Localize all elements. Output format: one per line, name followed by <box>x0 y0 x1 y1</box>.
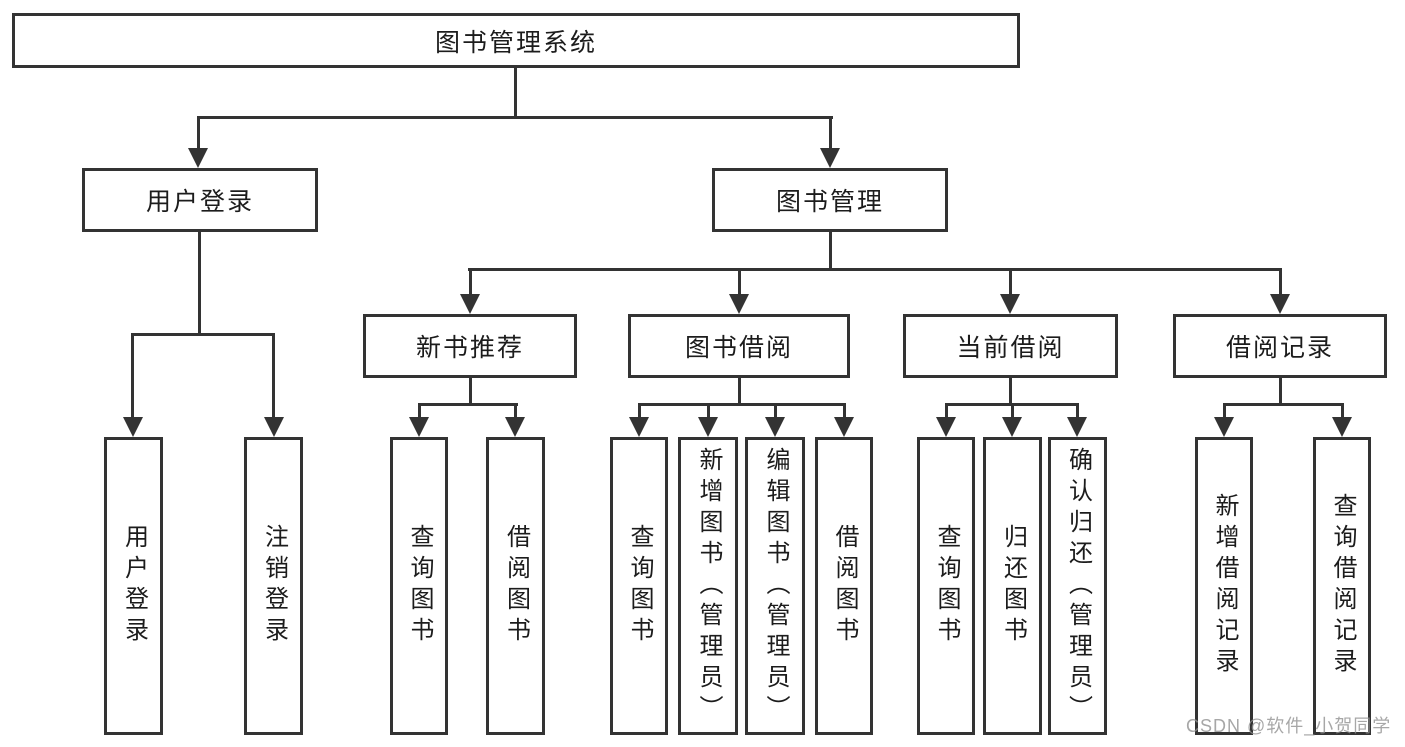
connector-to-new-books <box>469 268 472 296</box>
connector-root-stem <box>514 66 517 118</box>
connector-to-book-borrow <box>738 268 741 296</box>
connector-user-login-bar <box>131 333 275 336</box>
connector-leaf <box>1341 403 1344 419</box>
leaf-add-borrow-record: 新增借阅记录 <box>1195 437 1253 735</box>
connector-book-mgmt-bar <box>468 268 1282 271</box>
connector-to-book-mgmt <box>829 116 832 150</box>
arrow-to-leaf-login <box>123 417 143 437</box>
connector-book-mgmt-stem <box>829 229 832 270</box>
connector-new-books-bar <box>418 403 518 406</box>
node-borrowing-records: 借阅记录 <box>1173 314 1387 378</box>
arrow-leaf <box>936 417 956 437</box>
arrow-leaf <box>698 417 718 437</box>
connector-to-borrow-records <box>1279 268 1282 296</box>
node-book-management: 图书管理 <box>712 168 948 232</box>
connector-current-borrow-stem <box>1009 376 1012 406</box>
node-book-borrowing: 图书借阅 <box>628 314 850 378</box>
arrow-to-book-borrow <box>729 294 749 314</box>
connector-leaf <box>1076 403 1079 419</box>
leaf-logout: 注销登录 <box>244 437 303 735</box>
connector-borrow-records-bar <box>1223 403 1344 406</box>
arrow-leaf <box>1332 417 1352 437</box>
connector-user-login-stem <box>198 229 201 335</box>
arrow-leaf <box>834 417 854 437</box>
connector-to-user-login <box>197 116 200 150</box>
arrow-to-current-borrow <box>1000 294 1020 314</box>
connector-leaf <box>843 403 846 419</box>
leaf-confirm-return-admin: 确认归还（管理员） <box>1048 437 1107 735</box>
arrow-leaf <box>1002 417 1022 437</box>
arrow-to-leaf-logout <box>264 417 284 437</box>
connector-to-leaf-login <box>131 333 134 419</box>
arrow-to-user-login <box>188 148 208 168</box>
arrow-leaf <box>409 417 429 437</box>
connector-book-borrow-stem <box>738 376 741 406</box>
connector-book-borrow-bar <box>638 403 846 406</box>
watermark: CSDN @软件_小贺同学 <box>1186 716 1392 736</box>
node-root: 图书管理系统 <box>12 13 1020 68</box>
node-current-borrowing: 当前借阅 <box>903 314 1118 378</box>
arrow-leaf <box>765 417 785 437</box>
leaf-borrow-books-recommend: 借阅图书 <box>486 437 545 735</box>
connector-leaf <box>945 403 948 419</box>
connector-leaf <box>1011 403 1014 419</box>
connector-to-leaf-logout <box>272 333 275 419</box>
connector-leaf <box>707 403 710 419</box>
connector-new-books-stem <box>469 376 472 406</box>
connector-to-current-borrow <box>1009 268 1012 296</box>
leaf-query-books-borrow: 查询图书 <box>610 437 668 735</box>
connector-leaf <box>1223 403 1226 419</box>
connector-borrow-records-stem <box>1279 376 1282 406</box>
arrow-leaf <box>505 417 525 437</box>
arrow-to-book-mgmt <box>820 148 840 168</box>
arrow-to-new-books <box>460 294 480 314</box>
arrow-leaf <box>1067 417 1087 437</box>
arrow-leaf <box>1214 417 1234 437</box>
node-user-login-branch: 用户登录 <box>82 168 318 232</box>
connector-leaf <box>774 403 777 419</box>
connector-leaf <box>638 403 641 419</box>
leaf-query-borrow-record: 查询借阅记录 <box>1313 437 1371 735</box>
connector-root-branch-bar <box>197 116 833 119</box>
leaf-return-books: 归还图书 <box>983 437 1042 735</box>
node-new-book-recommend: 新书推荐 <box>363 314 577 378</box>
arrow-to-borrow-records <box>1270 294 1290 314</box>
connector-leaf <box>514 403 517 419</box>
leaf-borrow-books: 借阅图书 <box>815 437 873 735</box>
leaf-edit-books-admin: 编辑图书（管理员） <box>745 437 805 735</box>
leaf-query-books-recommend: 查询图书 <box>390 437 448 735</box>
leaf-query-books-current: 查询图书 <box>917 437 975 735</box>
leaf-user-login: 用户登录 <box>104 437 163 735</box>
arrow-leaf <box>629 417 649 437</box>
leaf-add-books-admin: 新增图书（管理员） <box>678 437 738 735</box>
connector-leaf <box>418 403 421 419</box>
